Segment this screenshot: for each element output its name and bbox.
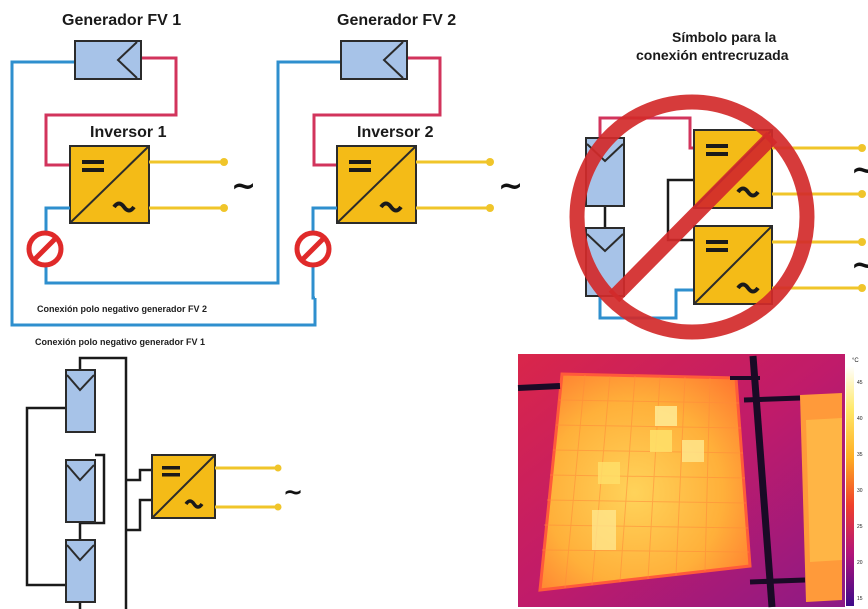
crossed-negative-1 (44, 60, 340, 285)
inverter-2 (336, 145, 417, 224)
series-modules-circuit: ~ (25, 356, 303, 609)
negative-wire-gen1 (10, 60, 317, 327)
neg-pole-gen1-label: Conexión polo negativo generador FV 1 (35, 337, 205, 347)
ac-symbol-5: ~ (283, 478, 303, 506)
inverter-bottom (151, 454, 216, 519)
big-prohibited-icon (569, 94, 815, 340)
neg-pole-gen2-label: Conexión polo negativo generador FV 2 (37, 304, 207, 314)
inverter2-label: Inversor 2 (357, 124, 434, 141)
tick-label: 35 (857, 452, 863, 458)
positive-wire-gen2 (312, 56, 442, 167)
ac-output-bottom (215, 464, 282, 511)
tick-label: 25 (857, 524, 863, 530)
pv-module-bottom-2 (65, 459, 96, 523)
thermal-image: °C 45 40 35 30 25 20 15 (517, 354, 868, 608)
tick-label: 15 (857, 596, 863, 602)
pv-module-gen1 (74, 40, 142, 80)
ac-symbol-3: ~ (851, 153, 868, 188)
positive-wire-gen1 (44, 56, 178, 167)
temperature-ticks: 45 40 35 30 25 20 15 (857, 380, 863, 602)
generator1-label: Generador FV 1 (62, 12, 181, 29)
ac-output-2 (416, 158, 494, 212)
ac-symbol-2: ~ (498, 169, 523, 204)
ac-output-1 (149, 158, 228, 212)
generator-2-circuit: Generador FV 2 Inversor 2 ~ (294, 12, 523, 300)
cross-symbol-title-line1: Símbolo para la (672, 29, 776, 45)
cross-connection-symbol: Símbolo para la conexión entrecruzada (569, 29, 868, 340)
inverter-b (693, 225, 773, 305)
pv-module-gen2 (340, 40, 408, 80)
prohibited-icon (26, 230, 64, 268)
ac-symbol-4: ~ (851, 248, 868, 283)
tick-label: 40 (857, 416, 863, 422)
inverter-1 (69, 145, 150, 224)
inverter1-label: Inversor 1 (90, 124, 167, 141)
tick-label: 20 (857, 560, 863, 566)
cross-symbol-title-line2: conexión entrecruzada (636, 47, 789, 63)
pv-module-bottom-3 (65, 539, 96, 603)
ac-symbol-1: ~ (231, 169, 256, 204)
generator2-label: Generador FV 2 (337, 12, 456, 29)
tick-label: 30 (857, 488, 863, 494)
pv-module-bottom-1 (65, 369, 96, 433)
prohibited-icon (294, 230, 332, 268)
temperature-unit: °C (852, 358, 859, 364)
tick-label: 45 (857, 380, 863, 386)
generator-1-circuit: Generador FV 1 Inversor 1 ~ (10, 12, 340, 327)
